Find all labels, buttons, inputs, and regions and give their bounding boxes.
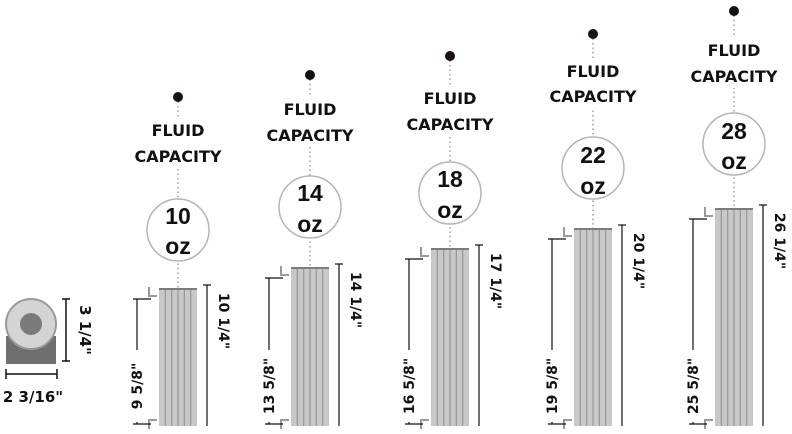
- top-bracket: [704, 207, 713, 217]
- body-height-label-bg: [260, 350, 278, 422]
- capacity-badge: [561, 136, 625, 200]
- capacity-label-line1: FLUID: [424, 89, 477, 108]
- bottle-4: FLUID CAPACITY 22 oz 19 5/8" 20 1/4": [543, 29, 646, 430]
- total-height-label: 17 1/4": [487, 253, 503, 309]
- capacity-label-line2: CAPACITY: [407, 115, 494, 134]
- total-height-label: 20 1/4": [630, 233, 646, 289]
- capacity-label-line2: CAPACITY: [267, 126, 354, 145]
- bottom-bracket: [704, 419, 713, 430]
- bottle-5: FLUID CAPACITY 28 oz 25 5/8" 26 1/4": [684, 6, 787, 430]
- body-height-label-bg: [684, 350, 702, 422]
- bottles-group: FLUID CAPACITY 10 oz 9 5/8" 10 1/4" FLUID CAPAC…: [128, 6, 787, 430]
- capacity-label-bg: [559, 59, 627, 108]
- capacity-unit: oz: [721, 148, 747, 174]
- capacity-label-line1: FLUID: [284, 100, 337, 119]
- bottle-marker-dot: [305, 70, 315, 80]
- capacity-label-bg: [416, 86, 484, 136]
- capacity-amount: 14: [297, 180, 323, 206]
- bottom-bracket: [563, 419, 572, 430]
- top-bracket: [563, 227, 572, 237]
- capacity-label-line2: CAPACITY: [135, 147, 222, 166]
- bottle-marker-dot: [588, 29, 598, 39]
- body-height-label: 9 5/8": [130, 363, 146, 410]
- capacity-label-bg: [144, 118, 212, 168]
- body-height-label: 19 5/8": [545, 358, 561, 414]
- body-height-label: 16 5/8": [402, 358, 418, 414]
- bottle-2: FLUID CAPACITY 14 oz 13 5/8" 14 1/4": [260, 70, 363, 430]
- top-bracket: [148, 287, 157, 297]
- capacity-badge: [702, 112, 766, 176]
- capacity-unit: oz: [580, 173, 606, 199]
- rolled-inner-core: [20, 313, 42, 335]
- body-height-label-bg: [543, 350, 561, 422]
- body-height-label: 13 5/8": [262, 358, 278, 414]
- total-height-label: 14 1/4": [347, 272, 363, 328]
- capacity-label-bg: [700, 38, 768, 88]
- bottle-marker-dot: [173, 92, 183, 102]
- bottle-1: FLUID CAPACITY 10 oz 9 5/8" 10 1/4": [128, 92, 231, 430]
- bottom-bracket: [420, 419, 429, 430]
- capacity-label-bg: [276, 97, 344, 147]
- capacity-badge: [418, 161, 482, 225]
- body-height-label: 25 5/8": [686, 358, 702, 414]
- body-height-label-bg: [128, 350, 146, 422]
- capacity-badge: [278, 175, 342, 239]
- capacity-unit: oz: [297, 211, 323, 237]
- capacity-label-line2: CAPACITY: [691, 67, 778, 86]
- capacity-amount: 22: [580, 142, 606, 168]
- capacity-amount: 18: [437, 166, 463, 192]
- total-height-label: 26 1/4": [771, 213, 787, 269]
- top-bracket: [280, 266, 289, 276]
- bottle-marker-dot: [445, 51, 455, 61]
- rolled-width-label: 2 3/16": [3, 388, 63, 406]
- bottle-3: FLUID CAPACITY 18 oz 16 5/8" 17 1/4": [400, 51, 503, 430]
- capacity-amount: 28: [721, 118, 747, 144]
- rolled-height-label: 3 1/4": [76, 305, 94, 355]
- capacity-label-line2: CAPACITY: [550, 87, 637, 106]
- capacity-unit: oz: [165, 233, 191, 259]
- total-height-label: 10 1/4": [215, 293, 231, 349]
- bottom-bracket: [280, 419, 289, 430]
- bottle-marker-dot: [729, 6, 739, 16]
- rolled-bottle: 3 1/4" 2 3/16": [3, 298, 94, 406]
- capacity-label-line1: FLUID: [708, 41, 761, 60]
- capacity-badge: [146, 198, 210, 262]
- bottom-bracket: [148, 419, 157, 430]
- body-height-label-bg: [400, 350, 418, 422]
- capacity-label-line1: FLUID: [152, 121, 205, 140]
- top-bracket: [420, 247, 429, 257]
- capacity-amount: 10: [165, 203, 191, 229]
- capacity-label-line1: FLUID: [567, 62, 620, 81]
- capacity-unit: oz: [437, 197, 463, 223]
